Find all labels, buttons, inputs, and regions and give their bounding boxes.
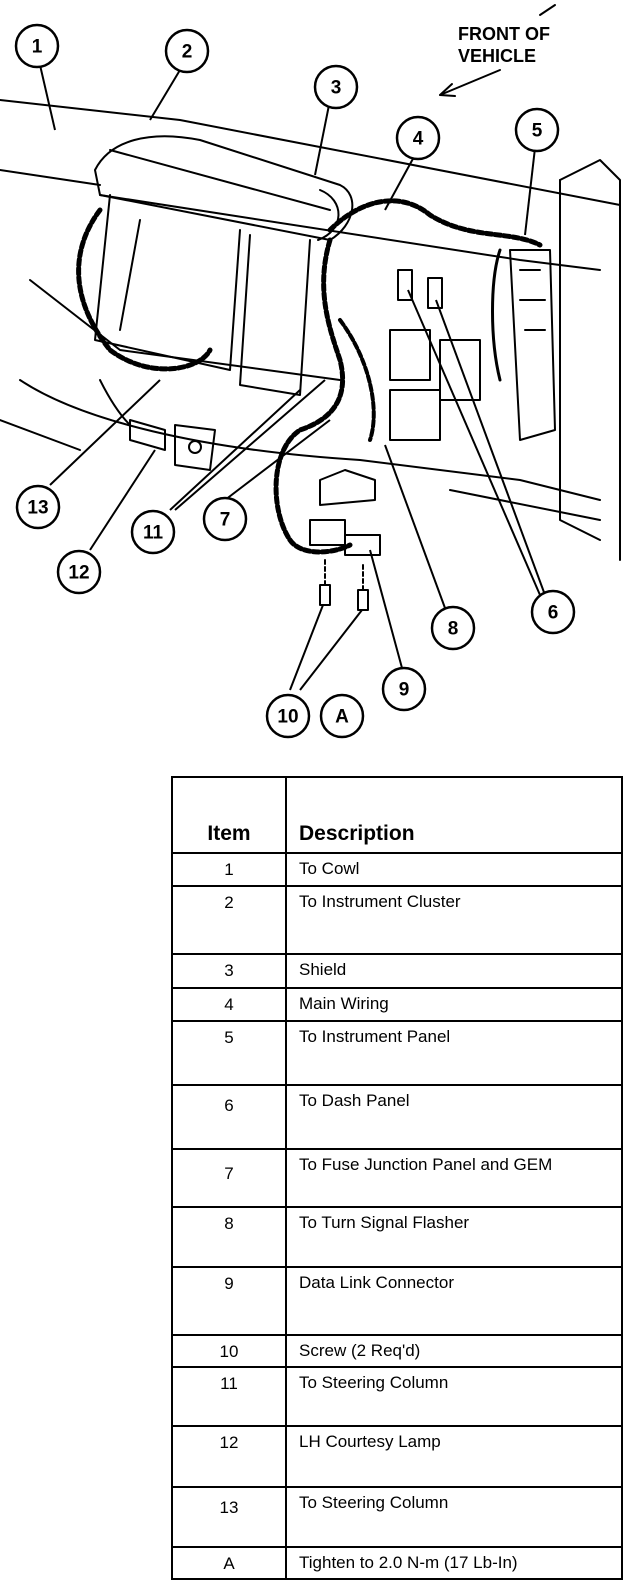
item-cell: 7 xyxy=(171,1148,287,1208)
dash-lower-line xyxy=(29,279,341,381)
table-row: 2 To Instrument Cluster xyxy=(171,885,623,955)
callout-3 xyxy=(313,64,359,110)
table-row: 7 To Fuse Junction Panel and GEM xyxy=(171,1148,623,1208)
description-cell: To Steering Column xyxy=(285,1366,623,1427)
description-cell: To Turn Signal Flasher xyxy=(285,1206,623,1268)
description-cell: LH Courtesy Lamp xyxy=(285,1425,623,1488)
description-cell: Data Link Connector xyxy=(285,1266,623,1336)
callout-A-label: A xyxy=(335,707,349,728)
front-arrow xyxy=(439,69,501,96)
item-cell: 5 xyxy=(171,1020,287,1086)
data-link-connector xyxy=(309,519,346,546)
callout-4 xyxy=(395,115,441,161)
table-row: 9 Data Link Connector xyxy=(171,1266,623,1336)
callout-1-label: 1 xyxy=(32,37,43,58)
description-cell: Screw (2 Req'd) xyxy=(285,1334,623,1368)
table-row: 5 To Instrument Panel xyxy=(171,1020,623,1086)
instrument-panel-bracket xyxy=(509,249,556,441)
cowl-edge-line xyxy=(0,99,621,206)
callout-A xyxy=(319,693,365,739)
description-cell: To Steering Column xyxy=(285,1486,623,1548)
callout-5-label: 5 xyxy=(532,121,543,142)
description-cell: Main Wiring xyxy=(285,987,623,1022)
item-cell: 9 xyxy=(171,1266,287,1336)
item-cell: 11 xyxy=(171,1366,287,1427)
table-row: 1 To Cowl xyxy=(171,852,623,887)
callout-10 xyxy=(265,693,311,739)
dash-panel-connector-2 xyxy=(427,277,443,309)
callout-12 xyxy=(56,549,102,595)
callout-7 xyxy=(202,496,248,542)
item-cell: 6 xyxy=(171,1084,287,1150)
description-cell: To Instrument Panel xyxy=(285,1020,623,1086)
table-row: 13 To Steering Column xyxy=(171,1486,623,1548)
callout-5 xyxy=(514,107,560,153)
callout-3-label: 3 xyxy=(331,78,342,99)
table-row: 8 To Turn Signal Flasher xyxy=(171,1206,623,1268)
item-cell: 2 xyxy=(171,885,287,955)
callout-7-label: 7 xyxy=(220,510,231,531)
callout-9 xyxy=(381,666,427,712)
callout-6 xyxy=(530,589,576,635)
callout-4-label: 4 xyxy=(413,129,424,150)
item-cell: 10 xyxy=(171,1334,287,1368)
item-cell: 13 xyxy=(171,1486,287,1548)
courtesy-lamp xyxy=(129,419,166,451)
item-cell: 12 xyxy=(171,1425,287,1488)
wiring-diagram: 1 2 3 4 5 6 7 8 9 10 A 11 12 13 FRONT OF… xyxy=(0,4,621,739)
legend-table: Item Description 1 To Cowl 2 To Instrume… xyxy=(171,776,623,1580)
table-row: 4 Main Wiring xyxy=(171,987,623,1022)
front-of-vehicle-label-line1: FRONT OF xyxy=(458,24,550,44)
item-cell: 1 xyxy=(171,852,287,887)
callout-10-label: 10 xyxy=(277,707,298,728)
item-cell: 4 xyxy=(171,987,287,1022)
table-row: A Tighten to 2.0 N-m (17 Lb-In) xyxy=(171,1546,623,1580)
table-row: 6 To Dash Panel xyxy=(171,1084,623,1150)
callout-2-label: 2 xyxy=(182,42,193,63)
screw-2 xyxy=(357,589,369,611)
item-cell: 8 xyxy=(171,1206,287,1268)
description-cell: To Fuse Junction Panel and GEM xyxy=(285,1148,623,1208)
callout-11 xyxy=(130,509,176,555)
table-row: 11 To Steering Column xyxy=(171,1366,623,1427)
main-wiring-harness xyxy=(327,198,543,248)
callout-8-label: 8 xyxy=(448,619,459,640)
legend-header-item: Item xyxy=(171,776,287,854)
callout-13-label: 13 xyxy=(27,498,48,519)
shield-outline xyxy=(94,135,354,241)
legend-header-row: Item Description xyxy=(171,776,623,854)
description-cell: To Instrument Cluster xyxy=(285,885,623,955)
callout-2 xyxy=(164,28,210,74)
item-cell: A xyxy=(171,1546,287,1580)
dash-panel-connector-1 xyxy=(397,269,413,301)
callout-13 xyxy=(15,484,61,530)
legend-header-description: Description xyxy=(285,776,623,854)
callout-6-label: 6 xyxy=(548,603,559,624)
description-cell: To Cowl xyxy=(285,852,623,887)
description-cell: Shield xyxy=(285,953,623,989)
description-cell: To Dash Panel xyxy=(285,1084,623,1150)
callout-12-label: 12 xyxy=(68,563,89,584)
callout-11-label: 11 xyxy=(143,523,164,544)
item-cell: 3 xyxy=(171,953,287,989)
screw-1 xyxy=(319,584,331,606)
table-row: 3 Shield xyxy=(171,953,623,989)
front-of-vehicle-label-line2: VEHICLE xyxy=(458,46,536,66)
callout-8 xyxy=(430,605,476,651)
table-row: 12 LH Courtesy Lamp xyxy=(171,1425,623,1488)
description-cell: Tighten to 2.0 N-m (17 Lb-In) xyxy=(285,1546,623,1580)
table-row: 10 Screw (2 Req'd) xyxy=(171,1334,623,1368)
callout-9-label: 9 xyxy=(399,680,410,701)
callout-1 xyxy=(14,23,60,69)
